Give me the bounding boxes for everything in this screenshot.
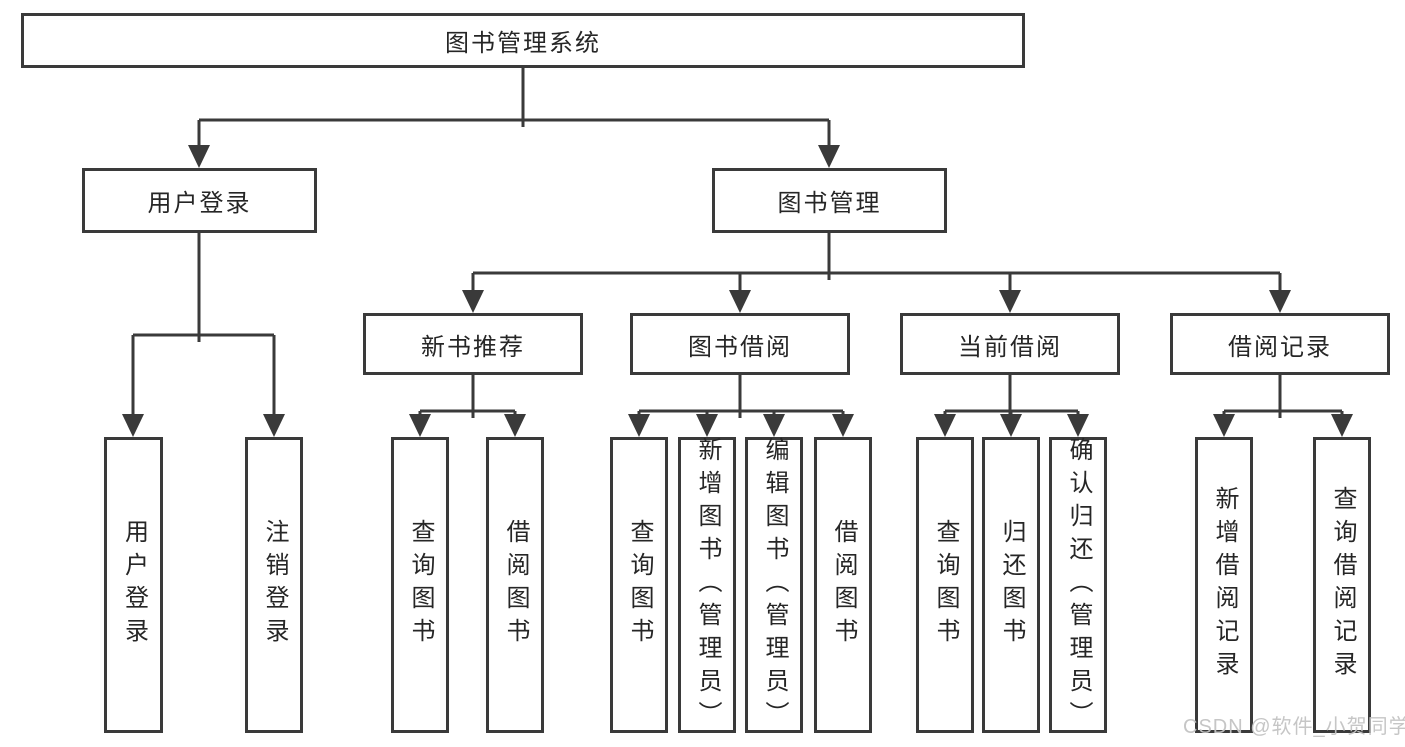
- node-book-management-label: 图书管理: [777, 190, 882, 217]
- leaf-recommend-query-book-label: 查询图书: [407, 519, 434, 651]
- arrowhead-down-icon: [504, 414, 526, 437]
- leaf-recommend-borrow-book-label: 借阅图书: [502, 519, 529, 651]
- connector-root-to-level2: [188, 68, 840, 168]
- leaf-recommend-borrow-book: 借阅图书: [486, 437, 544, 733]
- leaf-confirm-return-admin-label: 确认归还（管理员）: [1065, 436, 1092, 734]
- leaf-edit-book-admin-label: 编辑图书（管理员）: [761, 436, 788, 734]
- leaf-return-book-label: 归还图书: [998, 519, 1025, 651]
- node-book-management: 图书管理: [712, 168, 947, 233]
- leaf-return-book: 归还图书: [982, 437, 1040, 733]
- node-book-borrow-label: 图书借阅: [688, 333, 792, 361]
- connector-management-to-level3: [462, 233, 1291, 313]
- connector-recommend-to-leaves: [409, 375, 526, 437]
- arrowhead-down-icon: [818, 145, 840, 168]
- leaf-add-book-admin: 新增图书（管理员）: [678, 436, 736, 734]
- leaf-query-borrow-record-label: 查询借阅记录: [1329, 486, 1356, 684]
- leaf-logout-label: 注销登录: [261, 519, 288, 651]
- node-current-borrow: 当前借阅: [900, 313, 1120, 375]
- leaf-borrow-book-label: 借阅图书: [830, 519, 857, 651]
- arrowhead-down-icon: [1000, 414, 1022, 437]
- node-borrow-records-label: 借阅记录: [1228, 333, 1332, 361]
- arrowhead-down-icon: [696, 414, 718, 437]
- node-new-book-recommend: 新书推荐: [363, 313, 583, 375]
- leaf-confirm-return-admin: 确认归还（管理员）: [1049, 436, 1107, 734]
- connector-current-to-leaves: [934, 375, 1089, 437]
- leaf-borrow-query-book-label: 查询图书: [626, 519, 653, 651]
- node-root: 图书管理系统: [21, 13, 1025, 68]
- leaf-borrow-query-book: 查询图书: [610, 437, 668, 733]
- leaf-current-query-book: 查询图书: [916, 437, 974, 733]
- leaf-edit-book-admin: 编辑图书（管理员）: [745, 436, 803, 734]
- connector-records-to-leaves: [1213, 375, 1353, 437]
- leaf-recommend-query-book: 查询图书: [391, 437, 449, 733]
- leaf-user-login: 用户登录: [104, 437, 163, 733]
- leaf-add-borrow-record-label: 新增借阅记录: [1211, 486, 1238, 684]
- leaf-current-query-book-label: 查询图书: [932, 519, 959, 651]
- node-user-login-label: 用户登录: [147, 190, 252, 217]
- arrowhead-down-icon: [628, 414, 650, 437]
- connector-borrow-to-leaves: [628, 375, 854, 437]
- csdn-watermark: CSDN @软件_小贺同学: [1183, 716, 1405, 738]
- connector-login-to-leaves: [122, 233, 285, 437]
- arrowhead-down-icon: [1067, 414, 1089, 437]
- arrowhead-down-icon: [934, 414, 956, 437]
- arrowhead-down-icon: [999, 290, 1021, 313]
- leaf-user-login-label: 用户登录: [120, 519, 148, 651]
- arrowhead-down-icon: [832, 414, 854, 437]
- leaf-query-borrow-record: 查询借阅记录: [1313, 437, 1371, 733]
- leaf-add-book-admin-label: 新增图书（管理员）: [694, 436, 721, 734]
- leaf-borrow-book: 借阅图书: [814, 437, 872, 733]
- leaf-add-borrow-record: 新增借阅记录: [1195, 437, 1253, 733]
- arrowhead-down-icon: [729, 290, 751, 313]
- node-root-label: 图书管理系统: [445, 30, 601, 57]
- arrowhead-down-icon: [263, 414, 285, 437]
- arrowhead-down-icon: [1331, 414, 1353, 437]
- arrowhead-down-icon: [122, 414, 144, 437]
- arrowhead-down-icon: [462, 290, 484, 313]
- node-book-borrow: 图书借阅: [630, 313, 850, 375]
- arrowhead-down-icon: [409, 414, 431, 437]
- arrowhead-down-icon: [1213, 414, 1235, 437]
- arrowhead-down-icon: [1269, 290, 1291, 313]
- arrowhead-down-icon: [763, 414, 785, 437]
- node-new-book-recommend-label: 新书推荐: [421, 333, 525, 361]
- node-user-login: 用户登录: [82, 168, 317, 233]
- leaf-logout: 注销登录: [245, 437, 303, 733]
- node-borrow-records: 借阅记录: [1170, 313, 1390, 375]
- node-current-borrow-label: 当前借阅: [958, 333, 1062, 361]
- arrowhead-down-icon: [188, 145, 210, 168]
